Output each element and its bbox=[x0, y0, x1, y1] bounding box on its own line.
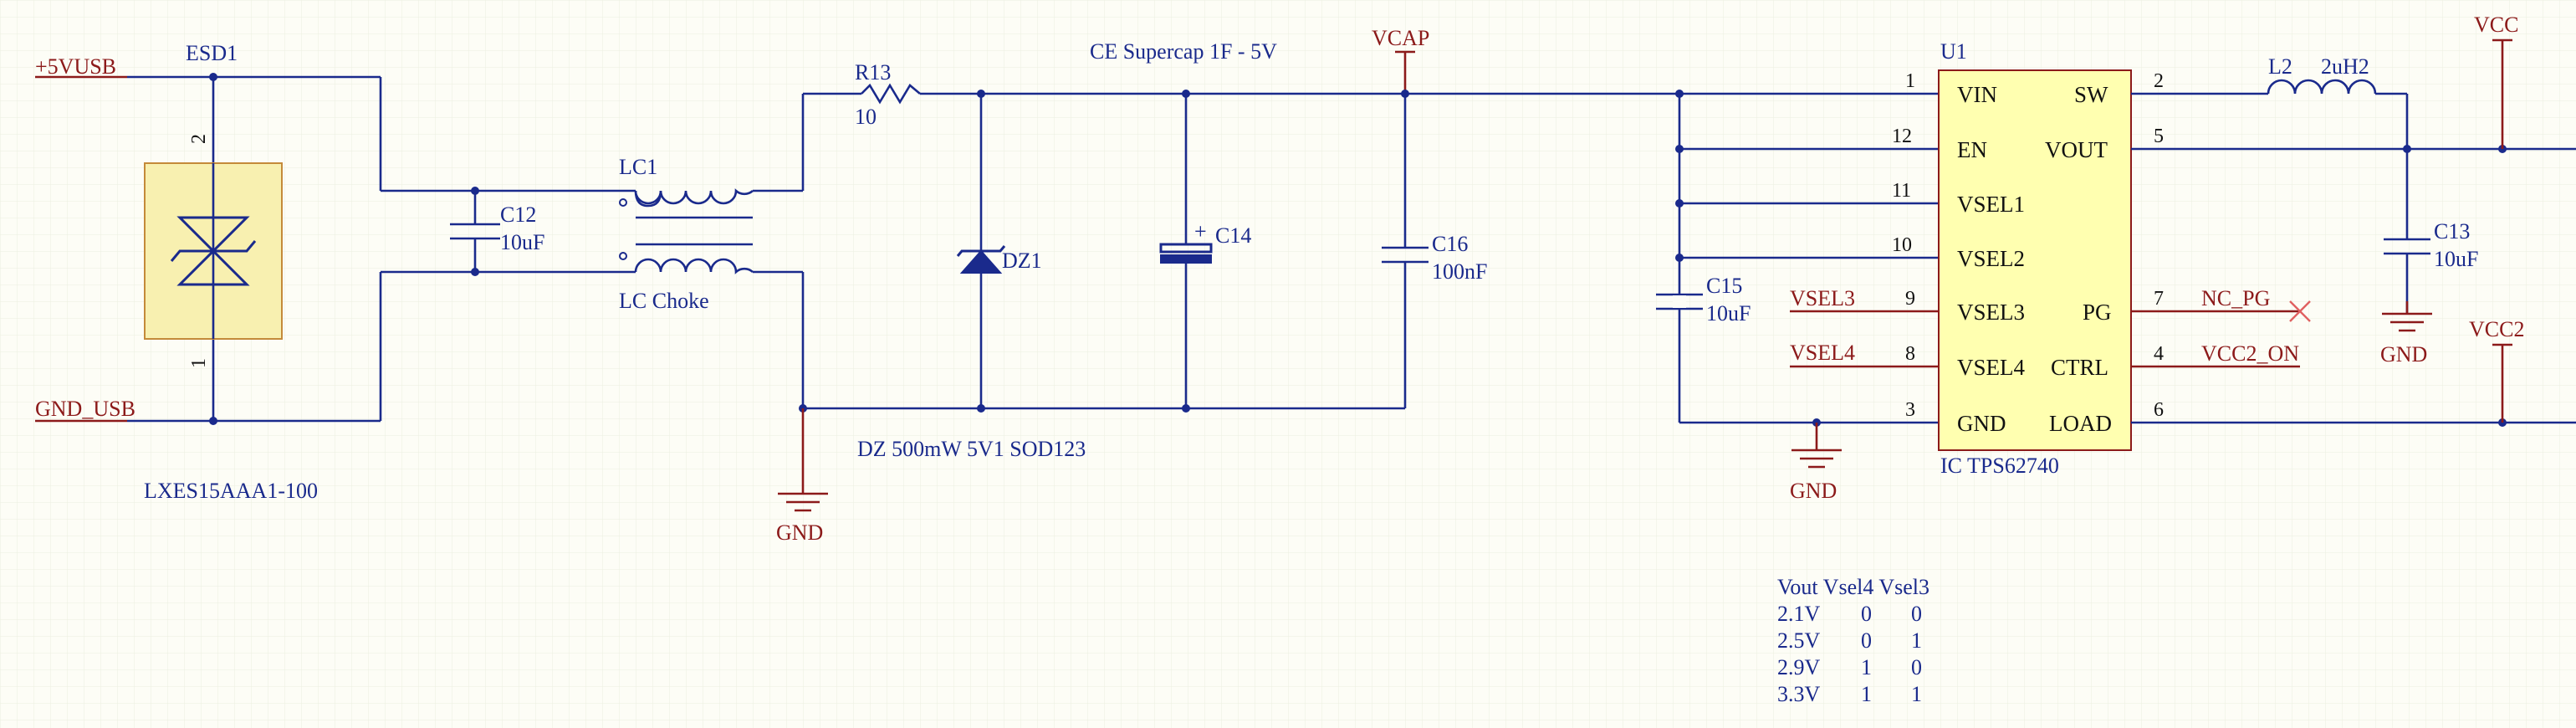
c16-ref: C16 bbox=[1432, 232, 1468, 256]
u1-pin3-name: GND bbox=[1957, 411, 2006, 436]
c15-capacitor-icon bbox=[1656, 293, 1703, 310]
c14-plus: + bbox=[1194, 219, 1207, 244]
vsel-row-vsel3: 0 bbox=[1911, 655, 1922, 679]
c14-polarized-capacitor-icon bbox=[1159, 243, 1213, 264]
vsel-row-vsel3: 0 bbox=[1911, 602, 1922, 626]
u1-pin9-name: VSEL3 bbox=[1957, 300, 2025, 325]
vsel-row-vsel4: 0 bbox=[1861, 602, 1872, 626]
vsel-row-vsel4: 1 bbox=[1861, 655, 1872, 679]
vsel-row-vsel3: 1 bbox=[1911, 628, 1922, 653]
vsel-row-vout: 2.5V bbox=[1777, 628, 1821, 653]
u1-pin4-name: CTRL bbox=[2051, 355, 2108, 380]
u1-pin3-num: 3 bbox=[1905, 399, 1915, 421]
u1-pin1-name: VIN bbox=[1957, 82, 1997, 107]
net-label-vsel3: VSEL3 bbox=[1790, 286, 1855, 310]
dz1-value: DZ 500mW 5V1 SOD123 bbox=[857, 437, 1086, 461]
u1-ref: U1 bbox=[1940, 39, 1967, 64]
u1-part: IC TPS62740 bbox=[1940, 454, 2059, 478]
r13-resistor-icon bbox=[861, 83, 921, 105]
vsel-table-row: 2.5V 0 1 bbox=[1777, 628, 1922, 653]
esd1-pin-bottom: 1 bbox=[188, 358, 210, 368]
lc1-value: LC Choke bbox=[619, 289, 709, 313]
u1-pin10-num: 10 bbox=[1892, 234, 1912, 256]
c15-value: 10uF bbox=[1706, 301, 1751, 326]
net-label-vcc2: VCC2 bbox=[2469, 317, 2524, 341]
u1-pin6-name: LOAD bbox=[2049, 411, 2112, 436]
esd1-pin-top: 2 bbox=[188, 134, 210, 144]
vsel-table-row: 2.9V 1 0 bbox=[1777, 655, 1922, 679]
gnd-symbol-left bbox=[778, 408, 828, 512]
c13-value: 10uF bbox=[2434, 247, 2478, 271]
net-label-gnd-usb: GND_USB bbox=[35, 397, 135, 421]
u1-pin12-name: EN bbox=[1957, 137, 1987, 162]
u1-pin6-num: 6 bbox=[2154, 399, 2164, 421]
u1-pin9-num: 9 bbox=[1905, 288, 1915, 310]
vsel-row-vout: 2.1V bbox=[1777, 602, 1821, 626]
vsel-row-vsel4: 0 bbox=[1861, 628, 1872, 653]
gnd-symbol-u1 bbox=[1791, 423, 1842, 469]
c12-ref: C12 bbox=[500, 203, 536, 227]
net-label-vcc: VCC bbox=[2474, 13, 2518, 37]
vsel-row-vsel4: 1 bbox=[1861, 682, 1872, 706]
l2-ref: L2 bbox=[2268, 54, 2292, 79]
vsel-table-row: 2.1V 0 0 bbox=[1777, 602, 1922, 626]
u1-pin7-name: PG bbox=[2083, 300, 2112, 325]
u1-pin8-num: 8 bbox=[1905, 343, 1915, 365]
gnd-label-left: GND bbox=[776, 520, 823, 545]
u1-pin5-name: VOUT bbox=[2045, 137, 2108, 162]
net-label-nc-pg: NC_PG bbox=[2201, 286, 2270, 310]
vsel-row-vsel3: 1 bbox=[1911, 682, 1922, 706]
u1-pin11-name: VSEL1 bbox=[1957, 192, 2025, 217]
net-label-vsel4: VSEL4 bbox=[1790, 341, 1855, 365]
vsel-table: Vout Vsel4 Vsel3 2.1V 0 0 2.5V 0 1 2.9V … bbox=[1777, 575, 1929, 706]
vsel-table-row: 3.3V 1 1 bbox=[1777, 682, 1922, 706]
u1-pin4-num: 4 bbox=[2154, 343, 2164, 365]
r13-ref: R13 bbox=[855, 60, 891, 85]
u1-pin2-num: 2 bbox=[2154, 70, 2164, 92]
c12-value: 10uF bbox=[500, 230, 544, 254]
u1-pin10-name: VSEL2 bbox=[1957, 246, 2025, 271]
gnd-symbol-right bbox=[2382, 301, 2432, 332]
dz1-ref: DZ1 bbox=[1002, 249, 1042, 273]
lc1-choke-icon bbox=[619, 188, 754, 274]
l2-inductor-icon bbox=[2267, 79, 2377, 95]
usb-input-section: +5VUSB GND_USB ESD1 2 1 LXES15AAA1-100 bbox=[35, 41, 803, 503]
esd1-part: LXES15AAA1-100 bbox=[144, 479, 318, 503]
u1-pin5-num: 5 bbox=[2154, 126, 2164, 147]
c15-ref: C15 bbox=[1706, 274, 1742, 298]
r13-value: 10 bbox=[855, 105, 877, 129]
c16-value: 100nF bbox=[1432, 259, 1487, 284]
u1-body bbox=[1938, 69, 2132, 451]
zener-diode-icon bbox=[956, 245, 1006, 274]
u1-pin1-num: 1 bbox=[1905, 70, 1915, 92]
esd1-ref: ESD1 bbox=[186, 41, 238, 65]
vsel-row-vout: 2.9V bbox=[1777, 655, 1821, 679]
c16-capacitor-icon bbox=[1382, 246, 1429, 264]
net-label-vcc2-on: VCC2_ON bbox=[2201, 341, 2299, 366]
lc1-ref: LC1 bbox=[619, 155, 657, 179]
supercap-section: R13 10 GND DZ1 DZ 500mW 5V1 SOD123 CE Su… bbox=[776, 26, 1878, 545]
tvs-diode-icon bbox=[170, 163, 257, 339]
u1-pin7-num: 7 bbox=[2154, 288, 2164, 310]
u1-pin12-num: 12 bbox=[1892, 126, 1912, 147]
regulator-section: C15 10uF GND VSEL3 VSEL4 U1 IC TPS62740 … bbox=[1656, 13, 2576, 503]
net-label-vusb: +5VUSB bbox=[35, 54, 116, 79]
c14-ref: C14 bbox=[1215, 223, 1251, 248]
no-connect-icon bbox=[2289, 300, 2311, 322]
l2-value: 2uH2 bbox=[2321, 54, 2369, 79]
u1-pin8-name: VSEL4 bbox=[1957, 355, 2026, 380]
supercap-note: CE Supercap 1F - 5V bbox=[1090, 39, 1277, 64]
gnd-label-u1: GND bbox=[1790, 479, 1837, 503]
u1-pin2-name: SW bbox=[2074, 82, 2108, 107]
c12-capacitor-icon bbox=[450, 191, 500, 272]
u1-pin11-num: 11 bbox=[1892, 180, 1911, 202]
c13-ref: C13 bbox=[2434, 219, 2470, 244]
gnd-label-right: GND bbox=[2380, 342, 2427, 367]
vsel-table-header: Vout Vsel4 Vsel3 bbox=[1777, 575, 1929, 599]
vsel-row-vout: 3.3V bbox=[1777, 682, 1821, 706]
net-label-vcap: VCAP bbox=[1372, 26, 1429, 50]
